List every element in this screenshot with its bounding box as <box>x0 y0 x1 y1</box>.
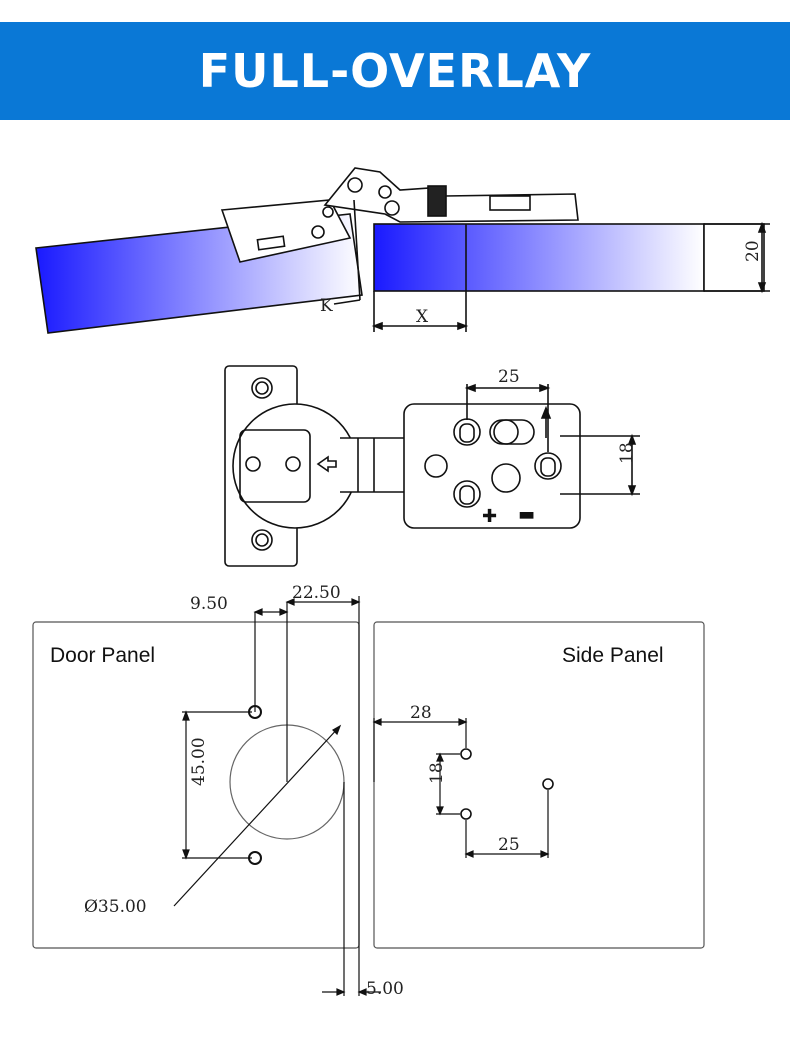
svg-text:✚: ✚ <box>482 506 497 527</box>
cup-circle <box>232 403 358 529</box>
hinge-cup <box>220 199 352 263</box>
svg-text:▬: ▬ <box>518 504 535 525</box>
base-plate <box>403 403 581 529</box>
door-panel-label: Door Panel <box>50 644 155 667</box>
top-dim-height: 18 <box>617 442 637 464</box>
side-panel-label: Side Panel <box>562 644 664 667</box>
title-banner: FULL-OVERLAY <box>0 22 790 120</box>
side-hole-top <box>460 748 472 760</box>
dim-9-50: 9.50 <box>190 594 228 614</box>
side-panel-box <box>373 621 705 949</box>
dim-18: 18 <box>427 762 447 784</box>
side-dim-thickness: 20 <box>743 240 763 262</box>
dim-22-50: 22.50 <box>292 583 341 603</box>
page-title: FULL-OVERLAY <box>198 44 592 98</box>
hinge-arm <box>323 167 579 223</box>
side-label-k: K <box>320 296 333 316</box>
dim-45-00: 45.00 <box>189 737 209 786</box>
side-panel-shape <box>373 223 705 292</box>
dim-28: 28 <box>410 703 432 723</box>
dim-cup-diameter: Ø35.00 <box>84 897 147 917</box>
side-hole-right <box>542 778 554 790</box>
top-view: ✚ ▬ <box>224 365 640 567</box>
dim-5-00: 5.00 <box>366 979 404 999</box>
side-label-x: X <box>416 307 429 327</box>
dim-25: 25 <box>498 835 520 855</box>
drilling-diagram <box>32 596 705 996</box>
side-hole-bottom <box>460 808 472 820</box>
side-view <box>35 167 770 334</box>
top-dim-spacing: 25 <box>498 367 520 387</box>
hinge-arm-top <box>340 437 406 493</box>
